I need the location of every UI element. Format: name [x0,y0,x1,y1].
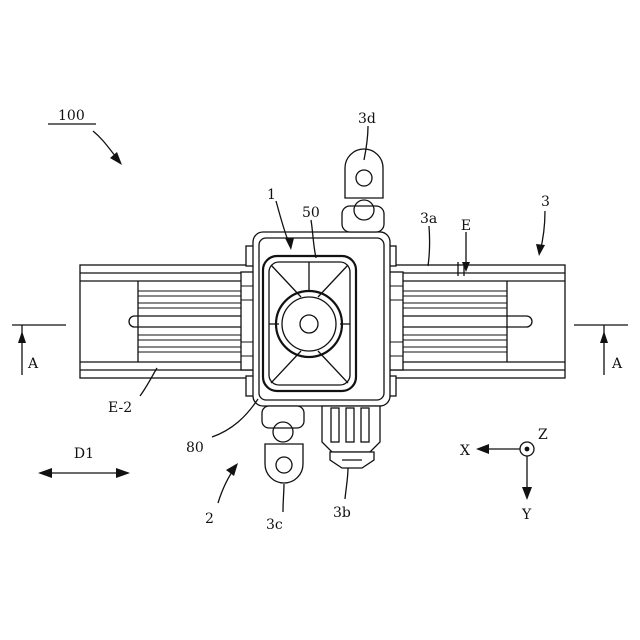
label-e2: E-2 [108,400,132,416]
terminal-3c [262,406,304,483]
section-marker-left [12,325,66,375]
fin-stack-right [402,291,507,352]
label-3b: 3b [333,505,351,521]
fin-stack-left [138,291,242,352]
label-100: 100 [58,108,85,124]
terminal-3d [342,149,384,232]
label-a-left: A [27,356,39,372]
axis-label-x: X [460,443,470,459]
label-e: E [461,218,471,234]
axis-indicator [476,442,534,500]
rail-slot-right [392,316,532,327]
label-80: 80 [186,440,204,456]
label-50: 50 [302,205,320,221]
direction-arrow-d1 [38,468,130,478]
label-d1: D1 [74,446,94,462]
label-3: 3 [541,194,550,210]
label-2: 2 [205,511,214,527]
label-1: 1 [267,187,276,203]
label-a-right: A [611,356,623,372]
axis-label-z: Z [538,427,548,443]
terminal-3b [322,406,380,468]
label-3d: 3d [358,111,376,127]
axis-label-y: Y [521,507,532,523]
label-3c: 3c [266,517,283,533]
rail-slot-left [129,316,253,327]
label-3a: 3a [420,211,437,227]
